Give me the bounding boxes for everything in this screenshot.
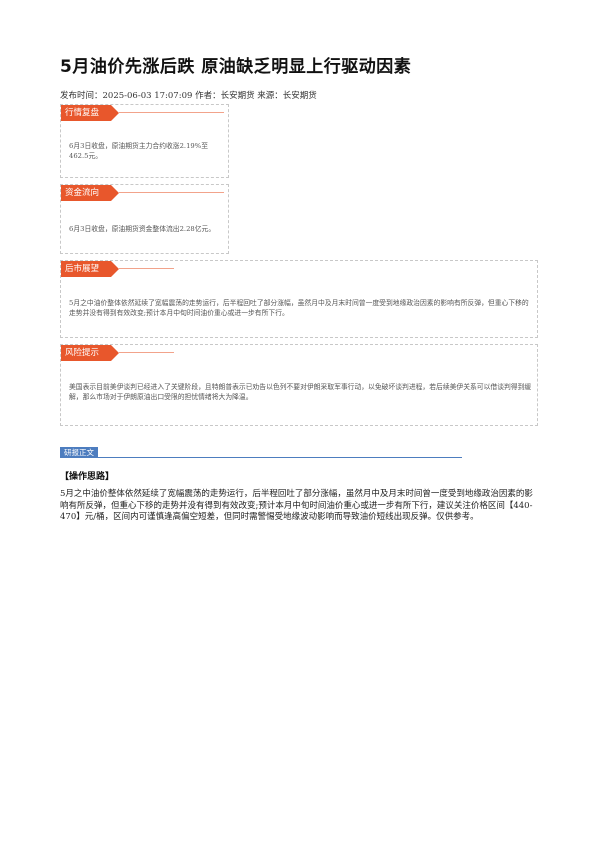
outlook-text: 5月之中油价整体依然延续了宽幅震荡的走势运行，后半程回吐了部分涨幅，虽然月中及月… [69,299,529,317]
risk-box: 风险提示 美国表示目前美伊谈判已经进入了关键阶段，且特朗普表示已劝告以色列不要对… [60,344,538,426]
outlook-tag: 后市展望 [61,261,119,277]
fund-flow-box: 资金流向 6月3日收盘，原油期货资金整体流出2.28亿元。 [60,184,229,254]
risk-tag: 风险提示 [61,345,119,361]
tag-divider [119,268,174,269]
tag-divider [119,352,174,353]
article-title: 5月油价先涨后跌 原油缺乏明显上行驱动因素 [60,57,412,77]
report-body-text: 5月之中油价整体依然延续了宽幅震荡的走势运行，后半程回吐了部分涨幅，虽然月中及月… [60,489,533,523]
article-meta: 发布时间：2025-06-03 17:07:09 作者：长安期货 来源：长安期货 [60,91,317,101]
operation-subhead: 【操作思路】 [60,472,115,482]
outlook-box: 后市展望 5月之中油价整体依然延续了宽幅震荡的走势运行，后半程回吐了部分涨幅，虽… [60,260,538,338]
fund-flow-text: 6月3日收盘，原油期货资金整体流出2.28亿元。 [69,225,216,233]
market-review-text: 6月3日收盘，原油期货主力合约收涨2.19%至462.5元。 [69,142,208,160]
market-review-box: 行情复盘 6月3日收盘，原油期货主力合约收涨2.19%至462.5元。 [60,104,229,178]
risk-text: 美国表示目前美伊谈判已经进入了关键阶段，且特朗普表示已劝告以色列不要对伊朗采取军… [69,383,532,401]
section-divider [60,457,462,458]
fund-flow-tag: 资金流向 [61,185,119,201]
market-review-tag: 行情复盘 [61,105,119,121]
tag-divider [119,112,224,113]
report-body-tag: 研报正文 [60,447,98,458]
tag-divider [119,192,224,193]
